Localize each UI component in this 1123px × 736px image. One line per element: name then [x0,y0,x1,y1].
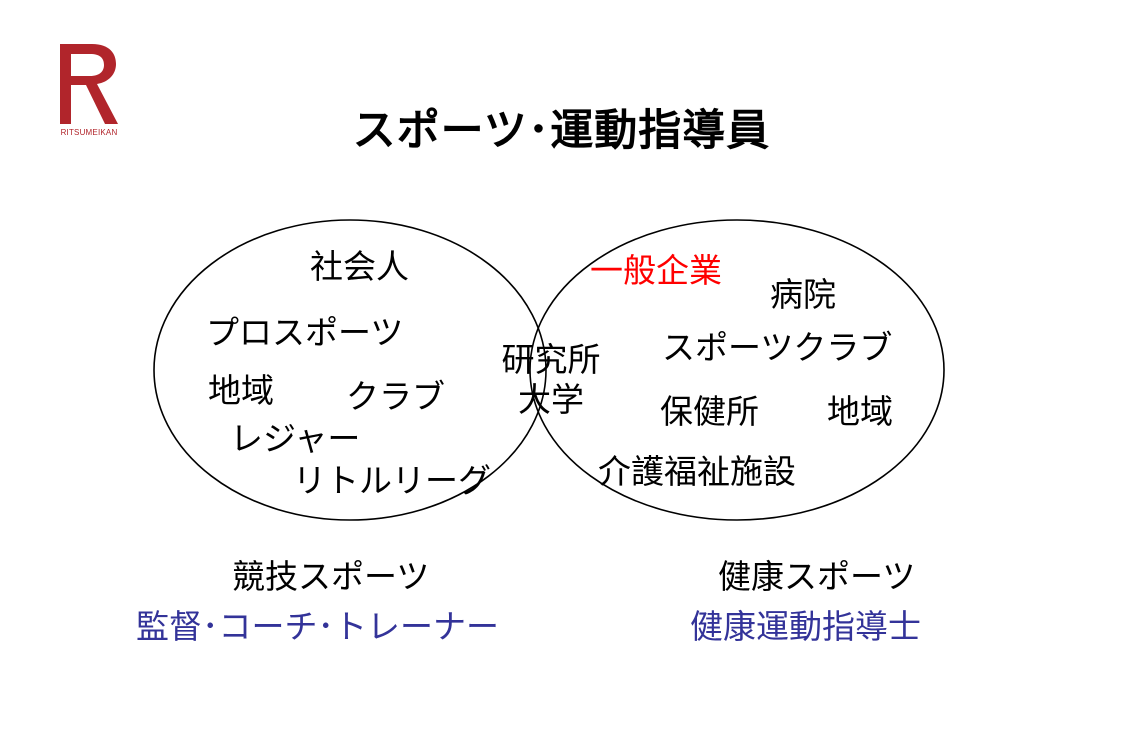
label-sports-club: スポーツクラブ [662,328,893,367]
label-shakaijin: 社会人 [310,247,409,286]
logo-r-mark [60,44,118,124]
label-kaigo-fukushi: 介護福祉施設 [598,452,796,491]
label-little-league: リトルリーグ [293,461,491,500]
label-byoin: 病院 [770,275,836,314]
label-ippan-kigyo: 一般企業 [590,251,722,290]
label-chiiki-right: 地域 [827,392,893,431]
caption-health-sports: 健康スポーツ [718,557,916,596]
label-pro-sports: プロスポーツ [206,313,404,352]
ritsumeikan-logo: RITSUMEIKAN [56,40,122,140]
left-ellipse [153,219,547,521]
overlap-labels: 研究所 大学 [484,340,618,419]
label-leisure: レジャー [230,419,361,458]
caption-competitive-sports: 競技スポーツ [232,557,430,596]
label-hokenjo: 保健所 [660,392,759,431]
caption-health-instructor: 健康運動指導士 [690,607,921,646]
label-kenkyujo: 研究所 [501,340,601,379]
label-chiiki-left: 地域 [208,371,274,410]
logo-caption: RITSUMEIKAN [60,128,118,137]
label-daigaku: 大学 [518,379,584,419]
caption-coach-roles: 監督･コーチ･トレーナー [136,607,499,646]
page-title: スポーツ･運動指導員 [352,106,771,156]
right-ellipse [529,219,945,521]
label-club: クラブ [346,377,445,416]
